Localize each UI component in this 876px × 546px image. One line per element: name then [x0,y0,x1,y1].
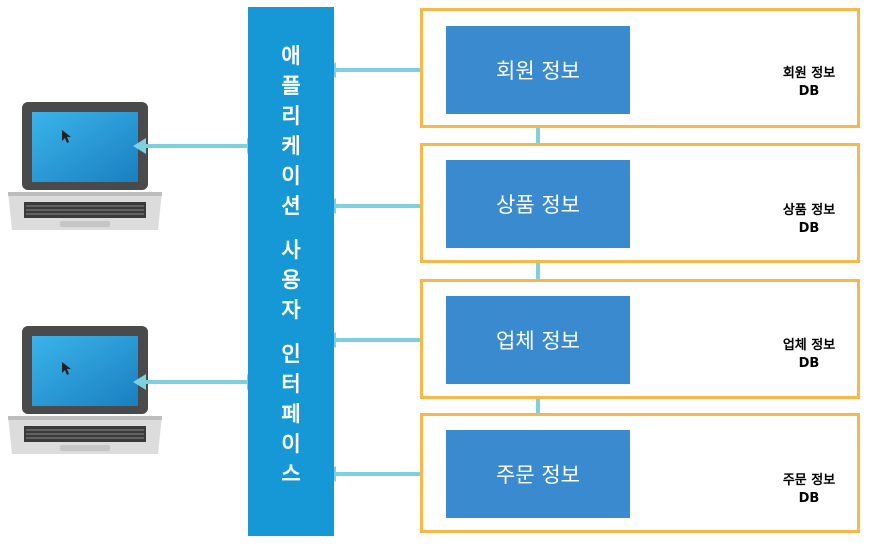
interface-label-char: 리 [281,104,301,128]
db-suffix: DB [798,84,820,99]
member-info-box: 회원 정보 [446,26,630,114]
db-suffix: DB [798,491,820,506]
double-arrow [133,138,260,154]
interface-label-char: 애 [281,44,301,68]
laptop-icon [8,102,162,230]
db-label-vendor: 업체 정보 DB [774,337,844,373]
interface-label-char: 인 [281,342,301,366]
product-info-box: 상품 정보 [446,160,630,248]
interface-label-char: 자 [281,298,301,322]
db-suffix: DB [798,221,820,236]
interface-label-char: 케 [281,134,301,158]
interface-label-char: 이 [281,164,301,188]
db-name: 상품 정보 [782,203,836,218]
db-label-product: 상품 정보 DB [774,202,844,238]
db-label-order: 주문 정보 DB [774,472,844,508]
interface-label-char: 션 [281,194,301,218]
db-name: 주문 정보 [782,473,836,488]
interface-label-char: 페 [281,402,301,426]
application-user-interface-bar: 애 플 리 케 이 션 사 용 자 인 터 페 이 스 [248,7,334,536]
interface-label-char: 사 [281,238,301,262]
laptop-icon [8,326,162,454]
db-name: 회원 정보 [782,66,836,81]
double-arrow [133,374,260,390]
vendor-info-box: 업체 정보 [446,296,630,384]
interface-label-char: 용 [281,268,301,292]
interface-label-char: 플 [281,74,301,98]
interface-label-char: 스 [281,462,301,486]
order-info-box: 주문 정보 [446,430,630,518]
interface-label-char: 터 [281,372,301,396]
db-label-member: 회원 정보 DB [774,65,844,101]
db-name: 업체 정보 [782,338,836,353]
interface-label-char: 이 [281,432,301,456]
db-suffix: DB [798,356,820,371]
